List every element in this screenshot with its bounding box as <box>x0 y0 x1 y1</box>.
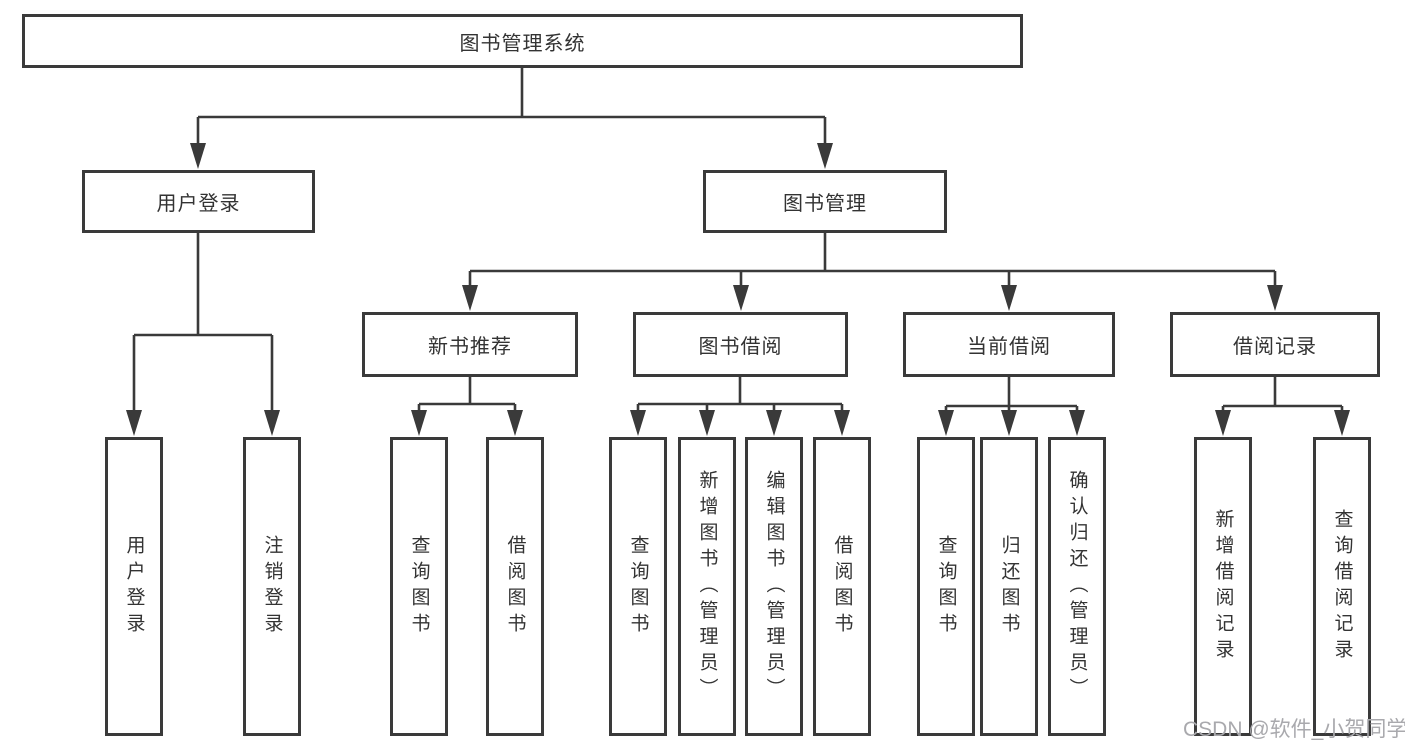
node-borrow-records: 借阅记录 <box>1170 312 1380 377</box>
node-root: 图书管理系统 <box>22 14 1023 68</box>
node-user-login: 用户登录 <box>82 170 315 233</box>
leaf-edit-book-admin: 编辑图书（管理员） <box>745 437 803 736</box>
connector-new-book-children <box>411 377 523 436</box>
node-book-borrow: 图书借阅 <box>633 312 848 377</box>
leaf-user-login: 用户登录 <box>105 437 163 736</box>
leaf-query-books-borrow: 查询图书 <box>609 437 667 736</box>
leaf-query-books-current: 查询图书 <box>917 437 975 736</box>
connector-book-borrow-children <box>630 377 850 436</box>
connector-user-login-children <box>126 233 280 436</box>
leaf-logout: 注销登录 <box>243 437 301 736</box>
node-current-borrow: 当前借阅 <box>903 312 1115 377</box>
leaf-confirm-return-admin: 确认归还（管理员） <box>1048 437 1106 736</box>
node-new-book-recommend: 新书推荐 <box>362 312 578 377</box>
connector-book-management-children <box>462 233 1283 311</box>
leaf-borrow-books-recommend: 借阅图书 <box>486 437 544 736</box>
connector-current-borrow-children <box>938 377 1085 436</box>
connector-borrow-records-children <box>1215 377 1350 436</box>
leaf-add-borrow-record: 新增借阅记录 <box>1194 437 1252 736</box>
leaf-borrow-books: 借阅图书 <box>813 437 871 736</box>
node-new-book-recommend-label: 新书推荐 <box>428 336 512 358</box>
node-user-login-label: 用户登录 <box>156 193 241 215</box>
node-current-borrow-label: 当前借阅 <box>967 336 1051 358</box>
connector-root-to-level2 <box>190 68 833 169</box>
leaf-return-book: 归还图书 <box>980 437 1038 736</box>
node-book-borrow-label: 图书借阅 <box>698 336 783 358</box>
node-borrow-records-label: 借阅记录 <box>1233 336 1317 358</box>
node-book-management-label: 图书管理 <box>783 193 867 215</box>
leaf-query-borrow-record: 查询借阅记录 <box>1313 437 1371 736</box>
leaf-add-book-admin: 新增图书（管理员） <box>678 437 736 736</box>
node-root-label: 图书管理系统 <box>459 32 586 55</box>
watermark-text: CSDN @软件_小贺同学 <box>1183 718 1405 741</box>
leaf-query-books-recommend: 查询图书 <box>390 437 448 736</box>
node-book-management: 图书管理 <box>703 170 947 233</box>
